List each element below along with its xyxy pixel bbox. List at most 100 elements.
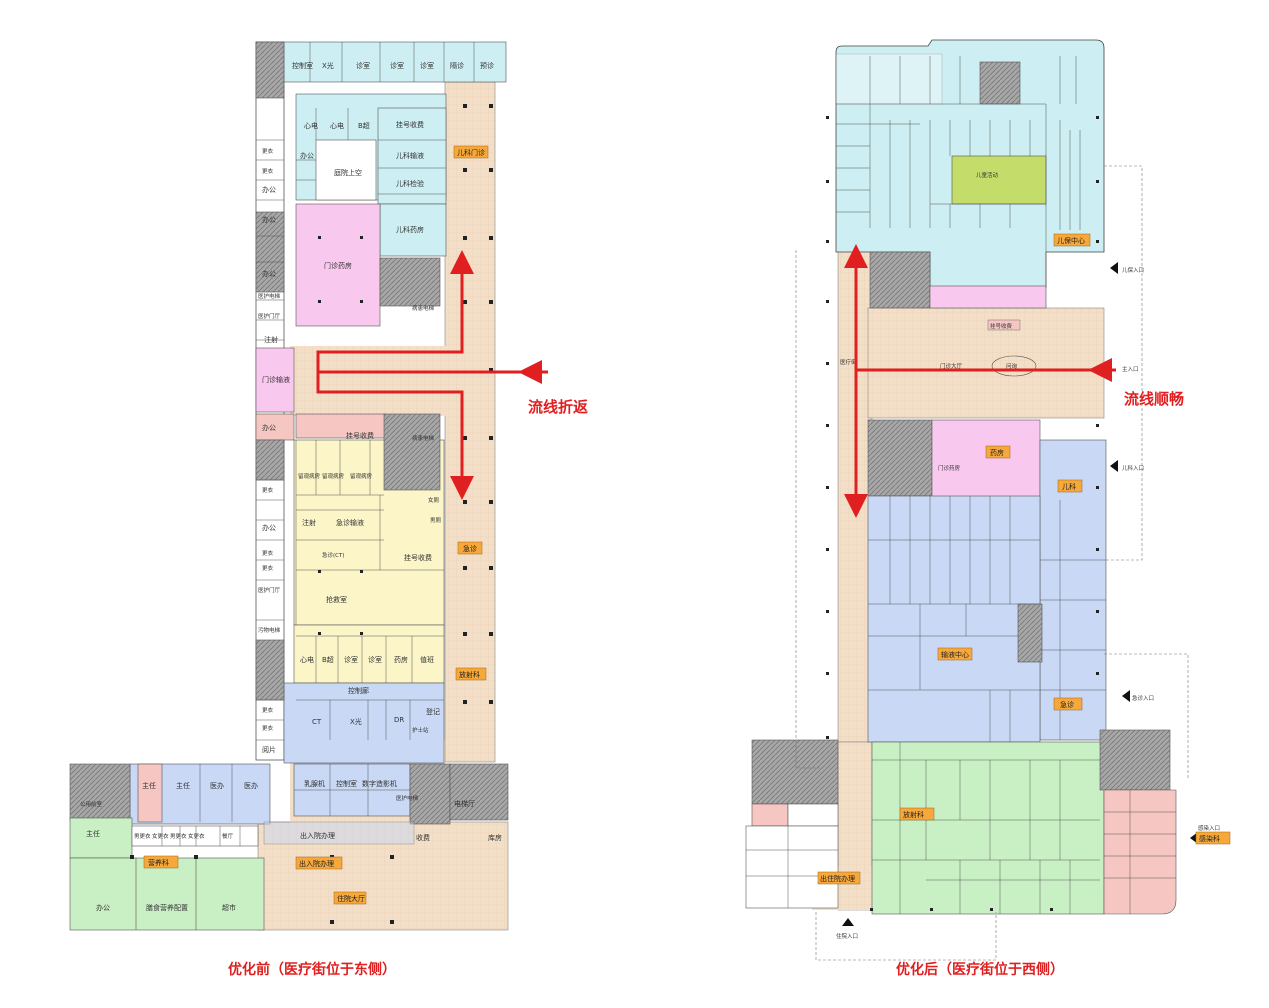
- room-isolation: 隔诊: [450, 61, 464, 70]
- room-ecg: 心电: [330, 121, 344, 130]
- left-caption: 优化前（医疗街位于东侧）: [228, 961, 396, 978]
- room-exam: 诊室: [356, 61, 370, 70]
- room-rescue: 抢救室: [326, 595, 347, 604]
- tag-radiology: 放射科: [459, 670, 480, 679]
- room-registration: 登记: [426, 707, 440, 716]
- entrance-label: 主入口: [1122, 365, 1139, 373]
- room-office: 办公: [262, 215, 276, 224]
- room-director: 主任: [142, 781, 156, 790]
- room-clinic-hall: 门诊大厅: [940, 362, 963, 370]
- room-toilet-female: 女厕: [428, 496, 440, 504]
- room-ped-infusion: 儿科输液: [396, 151, 424, 160]
- room-nurse-station: 护士站: [412, 726, 429, 734]
- room-office: 办公: [300, 151, 314, 160]
- room-outpatient-infusion: 门诊输液: [262, 375, 290, 384]
- tag-infusion-center: 输液中心: [941, 650, 969, 659]
- room-change: 更衣: [262, 549, 274, 557]
- room-ped-test: 儿科检验: [396, 179, 424, 188]
- room-patient-lift: 病患电梯: [412, 434, 435, 442]
- room-pharmacy: 药房: [394, 655, 408, 664]
- room-change: 更衣: [262, 167, 274, 175]
- room-change: 女更衣: [152, 832, 169, 840]
- room-office: 办公: [96, 903, 110, 912]
- room-triage: 预诊: [480, 61, 494, 70]
- room-change: 更衣: [262, 486, 274, 494]
- room-xray: X光: [322, 61, 334, 70]
- room-dsa: 数字造影机: [362, 779, 397, 788]
- tag-pediatrics: 儿科: [1062, 482, 1076, 491]
- room-staff-hall: 医护门厅: [258, 312, 281, 320]
- room-atrium: 庭院上空: [334, 168, 362, 177]
- tag-emergency: 急诊: [1060, 700, 1074, 709]
- right-plan: 挂号收费 门诊大厅 问询 医疗街: [745, 39, 1231, 961]
- room-change: 更衣: [262, 724, 274, 732]
- room-canteen: 餐厅: [222, 832, 234, 840]
- right-flow-label: 流线顺畅: [1124, 390, 1184, 408]
- tag-radiology: 放射科: [903, 810, 924, 819]
- room-observation: 留观病房: [350, 472, 373, 480]
- room-elevator-hall: 电梯厅: [454, 799, 475, 808]
- room-office: 办公: [262, 423, 276, 432]
- entrance-label: 感染入口: [1198, 824, 1220, 832]
- room-register: 挂号收费: [396, 120, 424, 129]
- room-change: 更衣: [262, 147, 274, 155]
- room-register: 挂号收费: [990, 322, 1013, 330]
- room-xray: X光: [350, 717, 362, 726]
- room-storage: 库房: [488, 833, 502, 842]
- room-er-infusion: 急诊输液: [336, 518, 364, 527]
- room-control-corridor: 控制廊: [348, 686, 369, 695]
- room-supermarket: 超市: [222, 903, 236, 912]
- room-injection: 注射: [302, 518, 316, 527]
- room-director: 主任: [86, 829, 100, 838]
- room-outpatient-pharmacy: 门诊药房: [938, 464, 961, 472]
- room-control: 控制室: [336, 779, 357, 788]
- room-register: 挂号收费: [404, 553, 432, 562]
- medical-street-label: 医疗街: [840, 358, 857, 366]
- room-staff-elevator: 医护电梯: [258, 292, 281, 300]
- room-child-play: 儿童活动: [976, 171, 999, 179]
- entrance-label: 住院入口: [836, 932, 858, 940]
- tag-pharmacy: 药房: [990, 448, 1004, 457]
- room-cashier: 收费: [416, 833, 430, 842]
- room-ecg: 心电: [300, 655, 314, 664]
- room-change: 女更衣: [188, 832, 205, 840]
- room-er-ct: 急诊(CT): [322, 551, 345, 559]
- room-doctor-office: 医办: [244, 781, 258, 790]
- room-ct: CT: [312, 718, 322, 726]
- entrance-label: 儿保入口: [1122, 266, 1144, 274]
- room-exam: 诊室: [420, 61, 434, 70]
- room-exam: 诊室: [344, 655, 358, 664]
- tag-nutrition: 营养科: [148, 858, 169, 867]
- room-dirty-lift: 污物电梯: [258, 626, 281, 634]
- tag-admission: 出住院办理: [820, 874, 855, 883]
- room-injection: 注射: [264, 335, 278, 344]
- room-nutrition: 膳食营养配置: [146, 903, 188, 912]
- room-control: 控制室: [292, 61, 313, 70]
- room-b-ultrasound: B超: [322, 655, 334, 664]
- room-register: 挂号收费: [346, 431, 374, 440]
- room-b-ultrasound: B超: [358, 121, 370, 130]
- room-shared-lobby: 公用前室: [80, 800, 103, 808]
- tag-inpatient-hall: 住院大厅: [337, 894, 365, 903]
- room-film-reading: 阅片: [262, 745, 276, 754]
- tag-infection: 感染科: [1199, 834, 1220, 843]
- left-plan: 控制室 X光 诊室 诊室 诊室 隔诊 预诊 心电 心电 B超 挂号收费 办公 庭…: [69, 41, 588, 931]
- tag-admission: 出入院办理: [299, 859, 334, 868]
- room-dr: DR: [394, 716, 404, 724]
- room-office: 办公: [262, 269, 276, 278]
- tag-emergency: 急诊: [463, 544, 477, 553]
- room-doctor-office: 医办: [210, 781, 224, 790]
- room-observation: 留观病房: [298, 472, 321, 480]
- room-exam: 诊室: [390, 61, 404, 70]
- room-change: 男更衣: [134, 832, 151, 840]
- room-director: 主任: [176, 781, 190, 790]
- room-reception: 问询: [1006, 362, 1018, 370]
- room-ped-pharmacy: 儿科药房: [396, 225, 424, 234]
- room-change: 男更衣: [170, 832, 187, 840]
- room-admission: 出入院办理: [300, 831, 335, 840]
- room-office: 办公: [262, 185, 276, 194]
- right-flow-arrows: [844, 244, 1116, 518]
- room-change: 更衣: [262, 564, 274, 572]
- room-staff-elevator: 医护电梯: [396, 794, 419, 802]
